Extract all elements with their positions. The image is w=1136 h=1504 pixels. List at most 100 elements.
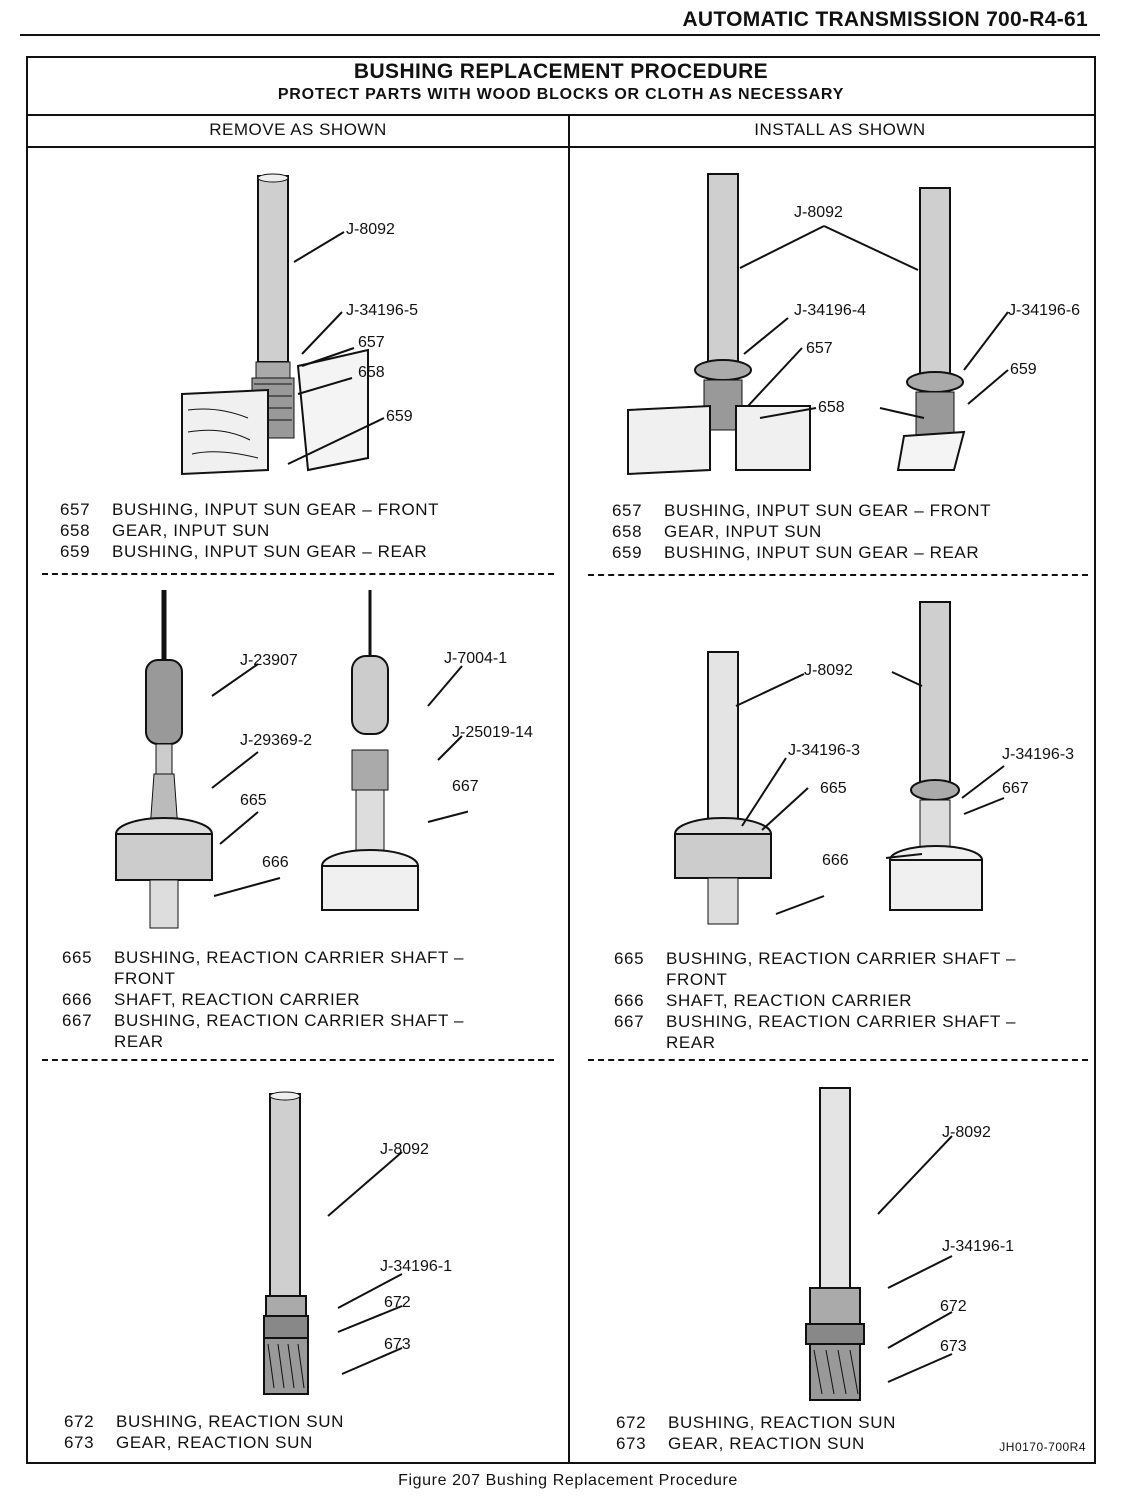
part-description: BUSHING, INPUT SUN GEAR – REAR [664,543,980,562]
part-list-remove-1: 657 BUSHING, INPUT SUN GEAR – FRONT 658 GE… [60,499,439,562]
part-description: GEAR, INPUT SUN [664,522,822,541]
label-tool: J-34196-3 [788,742,861,759]
part-row: 657 BUSHING, INPUT SUN GEAR – FRONT [612,500,991,521]
label-tool: J-8092 [794,204,843,221]
remove-input-sun-gear-illustration [181,173,369,476]
part-row: 658 GEAR, INPUT SUN [60,520,439,541]
label-tool: J-34196-1 [942,1238,1015,1255]
part-row: REAR [62,1031,464,1052]
part-number: 673 [64,1433,95,1452]
part-row: 667 BUSHING, REACTION CARRIER SHAFT – [614,1011,1016,1032]
section-separator [588,574,1088,576]
remove-section2-leader-lines [211,663,468,897]
install-input-sun-gear-illustration [627,173,966,476]
title-block: BUSHING REPLACEMENT PROCEDURE PROTECT PA… [28,58,1094,110]
label-tool: J-7004-1 [444,650,508,667]
part-number: 658 [612,522,643,541]
part-row: 665 BUSHING, REACTION CARRIER SHAFT – [62,947,464,968]
install-section2-leader-lines [735,671,1005,915]
label-part: 665 [240,792,267,809]
part-description: GEAR, REACTION SUN [116,1433,313,1452]
install-reaction-sun-gear-illustration [805,1087,865,1401]
label-part: 659 [1010,361,1037,378]
part-description: FRONT [114,969,176,988]
column-divider [568,116,570,1462]
part-row: 659 BUSHING, INPUT SUN GEAR – REAR [60,541,439,562]
install-reaction-carrier-illustration [674,601,983,925]
label-tool: J-34196-6 [1008,302,1081,319]
part-row: 673 GEAR, REACTION SUN [64,1432,344,1453]
part-number: 657 [612,501,643,520]
label-tool: J-25019-14 [452,724,533,741]
label-part: 672 [384,1294,411,1311]
part-row: FRONT [62,968,464,989]
part-description: BUSHING, REACTION CARRIER SHAFT – [114,948,465,967]
part-list-remove-3: 672 BUSHING, REACTION SUN 673 GEAR, REACTI… [64,1411,344,1453]
remove-reaction-carrier-illustration [115,590,419,929]
part-row: 666 SHAFT, REACTION CARRIER [62,989,464,1010]
part-description: BUSHING, REACTION CARRIER SHAFT – [114,1011,465,1030]
label-part: 673 [384,1336,411,1353]
part-number: 672 [616,1413,647,1432]
part-number: 667 [62,1011,93,1030]
part-description: SHAFT, REACTION CARRIER [114,990,361,1009]
label-part: 667 [452,778,479,795]
part-description: BUSHING, REACTION SUN [116,1412,344,1431]
part-description: REAR [114,1032,164,1051]
install-section3-leader-lines [877,1135,953,1383]
remove-leader-lines [287,231,385,465]
label-tool: J-34196-5 [346,302,419,319]
label-part: 658 [818,399,845,416]
part-number: 673 [616,1434,647,1453]
part-number: 666 [614,991,645,1010]
part-number: 659 [612,543,643,562]
label-part: 667 [1002,780,1029,797]
part-row: 666 SHAFT, REACTION CARRIER [614,990,1016,1011]
part-description: BUSHING, INPUT SUN GEAR – REAR [112,542,428,561]
label-part: 657 [358,334,385,351]
part-description: BUSHING, INPUT SUN GEAR – FRONT [664,501,992,520]
label-part: 657 [806,340,833,357]
part-description: BUSHING, REACTION SUN [668,1413,896,1432]
part-description: SHAFT, REACTION CARRIER [666,991,913,1010]
part-number: 658 [60,521,91,540]
header-rule [20,34,1100,36]
install-leader-lines [739,225,1009,419]
part-number: 666 [62,990,93,1009]
column-header-install: INSTALL AS SHOWN [754,120,926,139]
part-row: 658 GEAR, INPUT SUN [612,521,991,542]
part-description: BUSHING, REACTION CARRIER SHAFT – [666,1012,1017,1031]
part-row: FRONT [614,969,1016,990]
part-number: 672 [64,1412,95,1431]
column-header-divider [28,146,1094,148]
part-number: 665 [614,949,645,968]
label-tool: J-34196-1 [380,1258,453,1275]
part-number: 657 [60,500,91,519]
label-part: 659 [386,408,413,425]
part-number: 667 [614,1012,645,1031]
label-tool: J-8092 [942,1124,991,1141]
part-number [614,1032,666,1053]
part-description: REAR [666,1033,716,1052]
part-description: BUSHING, INPUT SUN GEAR – FRONT [112,500,440,519]
figure-code: JH0170-700R4 [999,1440,1086,1454]
part-number: 665 [62,948,93,967]
column-header-remove: REMOVE AS SHOWN [209,120,387,139]
section-separator [42,573,554,575]
remove-section3-leader-lines [327,1151,403,1375]
part-row: 673 GEAR, REACTION SUN [616,1433,896,1454]
part-number: 659 [60,542,91,561]
figure-caption: Figure 207 Bushing Replacement Procedure [398,1472,738,1489]
label-tool: J-29369-2 [240,732,313,749]
part-row: REAR [614,1032,1016,1053]
part-list-install-1: 657 BUSHING, INPUT SUN GEAR – FRONT 658 GE… [612,500,991,563]
part-description: GEAR, REACTION SUN [668,1434,865,1453]
remove-reaction-sun-gear-illustration [263,1091,309,1395]
part-description: FRONT [666,970,728,989]
part-row: 659 BUSHING, INPUT SUN GEAR – REAR [612,542,991,563]
part-description: GEAR, INPUT SUN [112,521,270,540]
part-row: 667 BUSHING, REACTION CARRIER SHAFT – [62,1010,464,1031]
